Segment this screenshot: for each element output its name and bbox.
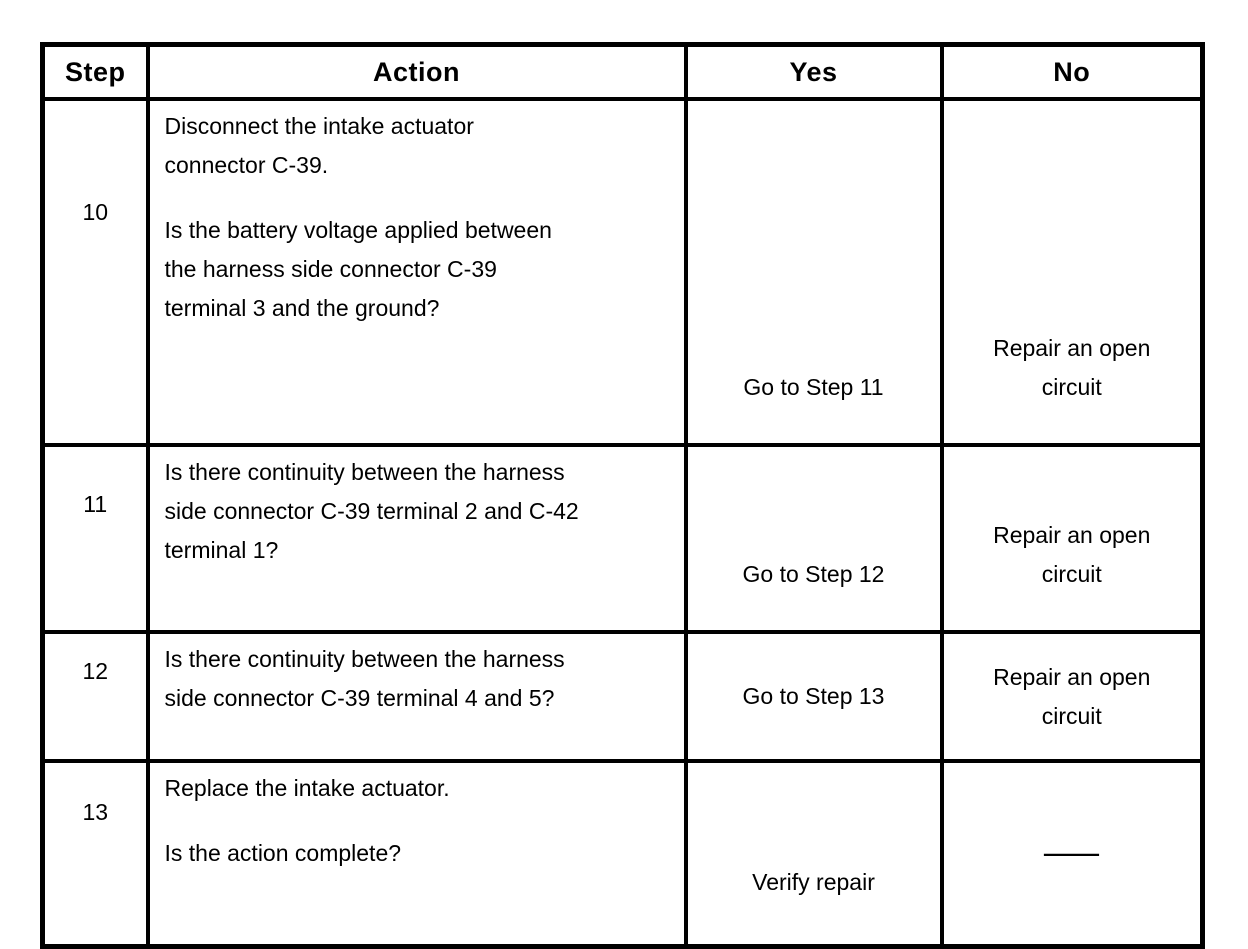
- table-row-step-11: 11 Is there continuity between the harne…: [40, 443, 1205, 634]
- no-cell: —: [939, 759, 1205, 949]
- yes-cell: Go to Step 11: [683, 97, 944, 447]
- column-header-no: No: [939, 42, 1205, 101]
- troubleshooting-table: Step Action Yes No 10 Disconnect the int…: [40, 42, 1205, 949]
- action-cell: Disconnect the intake actuator connector…: [145, 97, 688, 447]
- column-header-action: Action: [145, 42, 688, 101]
- action-paragraph: Replace the intake actuator.: [164, 775, 450, 801]
- column-header-step: Step: [40, 42, 150, 101]
- action-paragraph: Is there continuity between the harness …: [164, 459, 579, 563]
- yes-cell: Go to Step 13: [683, 630, 944, 763]
- em-dash: —: [1044, 840, 1100, 866]
- action-cell: Is there continuity between the harness …: [145, 443, 688, 634]
- table-row-step-12: 12 Is there continuity between the harne…: [40, 630, 1205, 763]
- action-paragraph: Disconnect the intake actuator connector…: [164, 113, 474, 178]
- column-header-yes: Yes: [683, 42, 944, 101]
- step-number: 11: [40, 443, 150, 634]
- table-row-step-10: 10 Disconnect the intake actuator connec…: [40, 97, 1205, 447]
- yes-cell: Verify repair: [683, 759, 944, 949]
- yes-cell: Go to Step 12: [683, 443, 944, 634]
- step-number: 13: [40, 759, 150, 949]
- step-number: 12: [40, 630, 150, 763]
- action-cell: Replace the intake actuator. Is the acti…: [145, 759, 688, 949]
- step-number: 10: [40, 97, 150, 447]
- no-cell: Repair an open circuit: [939, 97, 1205, 447]
- no-cell: Repair an open circuit: [939, 443, 1205, 634]
- action-paragraph: Is the action complete?: [164, 840, 402, 866]
- no-cell: Repair an open circuit: [939, 630, 1205, 763]
- action-paragraph: Is the battery voltage applied between t…: [164, 217, 552, 321]
- action-cell: Is there continuity between the harness …: [145, 630, 688, 763]
- table-row-step-13: 13 Replace the intake actuator. Is the a…: [40, 759, 1205, 949]
- action-paragraph: Is there continuity between the harness …: [164, 646, 565, 711]
- header-row: Step Action Yes No: [40, 42, 1205, 101]
